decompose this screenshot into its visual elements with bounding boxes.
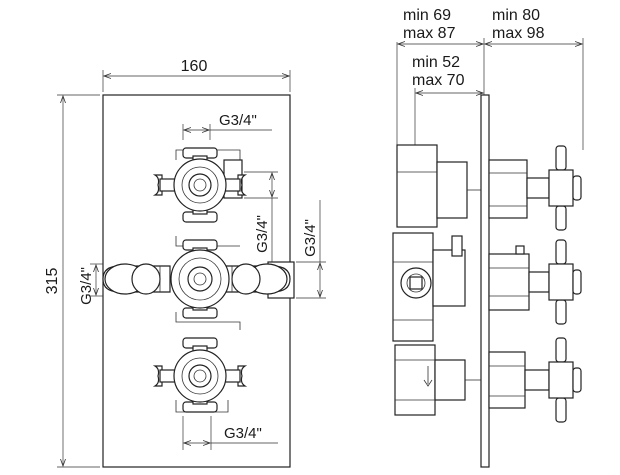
lower-body-block <box>394 344 526 416</box>
center-cross-handle <box>170 239 230 319</box>
side-view: min 69 max 87 min 80 max 98 min 52 max 7… <box>392 7 584 468</box>
side-cover-plate <box>480 94 490 468</box>
thread-dimension-bottom: G3/4" <box>182 416 278 450</box>
depth-body-max: max 70 <box>412 72 465 89</box>
middle-diverter-block <box>392 232 530 342</box>
bottom-cross-handle <box>152 337 248 413</box>
thread-label-right-inner: G3/4" <box>254 215 271 253</box>
right-lever-handle <box>221 263 291 295</box>
thread-dimension-right-outer: G3/4" <box>296 200 326 299</box>
side-dimension-lines <box>396 38 584 150</box>
thread-label-right-outer: G3/4" <box>302 219 319 257</box>
height-dimension: 315 <box>44 94 100 468</box>
thread-label-bottom: G3/4" <box>224 425 262 442</box>
depth-handle-max: max 98 <box>492 25 545 42</box>
side-handle-middle <box>528 239 582 325</box>
depth-handle-min: min 80 <box>492 7 540 24</box>
depth-total-min: min 69 <box>403 7 451 24</box>
top-cross-handle <box>152 147 248 223</box>
depth-total-max: max 87 <box>403 25 456 42</box>
width-label: 160 <box>181 58 208 75</box>
thread-label-top: G3/4" <box>219 112 257 129</box>
front-view: 160 315 <box>44 58 326 468</box>
thread-label-left: G3/4" <box>78 267 95 305</box>
thread-dimension-right-inner: G3/4" <box>244 171 278 262</box>
width-dimension: 160 <box>102 58 291 92</box>
depth-body-min: min 52 <box>412 54 460 71</box>
thread-dimension-left: G3/4" <box>78 263 103 305</box>
upper-body-block <box>396 144 528 228</box>
thread-dimension-top: G3/4" <box>182 112 272 140</box>
height-label: 315 <box>44 268 61 295</box>
side-handle-top <box>526 145 582 231</box>
left-lever-handle <box>102 263 171 295</box>
side-handle-bottom <box>524 337 582 423</box>
